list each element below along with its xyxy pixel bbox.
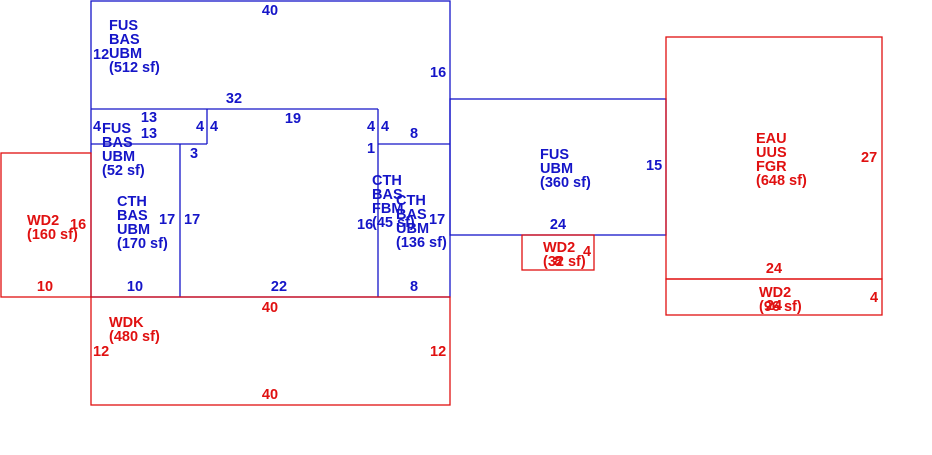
- dim-label: 16: [430, 65, 446, 81]
- area-label-wd2-right: WD2(96 sf): [759, 285, 802, 315]
- area-label-line: BAS: [372, 187, 403, 203]
- area-label-wd2-left: WD2(160 sf): [27, 213, 78, 243]
- dim-label: 17: [184, 212, 200, 228]
- wdk-outline: [90, 296, 451, 406]
- area-label-wd2-small: WD2(32 sf): [543, 240, 586, 270]
- dim-label: 10: [127, 279, 143, 295]
- area-label-line: CTH: [372, 173, 402, 189]
- dim-label: 1: [367, 141, 375, 157]
- area-label-line: (45 sf): [372, 215, 415, 231]
- area-label-line: UBM: [540, 161, 573, 177]
- dim-label: 24: [550, 217, 566, 233]
- area-label-line: (160 sf): [27, 227, 78, 243]
- area-label-line: BAS: [109, 32, 140, 48]
- dim-label: 15: [646, 158, 662, 174]
- dim-label: 16: [357, 217, 373, 233]
- area-label-line: (136 sf): [396, 235, 447, 251]
- area-label-line: UBM: [109, 46, 142, 62]
- blue-outlines: [90, 0, 667, 298]
- area-label-line: FUS: [540, 147, 569, 163]
- wd2-small-outline: [521, 234, 595, 271]
- area-label-line: FUS: [109, 18, 138, 34]
- dim-label: 10: [37, 279, 53, 295]
- area-label-line: WD2: [543, 240, 575, 256]
- dim-label: 17: [159, 212, 175, 228]
- blue-dimension-labels: 40 12 16 32 4 13 13 4 4 19 4 4 8 1 3 17 …: [93, 3, 662, 295]
- dim-label: 3: [190, 146, 198, 162]
- area-label-line: UUS: [756, 145, 787, 161]
- area-label-line: BAS: [102, 135, 133, 151]
- dim-label: 24: [766, 298, 782, 314]
- dim-label: 4: [196, 119, 204, 135]
- area-label-line: UBM: [396, 221, 429, 237]
- area-label-line: FGR: [756, 159, 787, 175]
- dim-label: 40: [262, 3, 278, 19]
- dim-label: 27: [861, 150, 877, 166]
- dim-label: 40: [262, 300, 278, 316]
- area-label-line: (32 sf): [543, 254, 586, 270]
- dim-label: 8: [410, 279, 418, 295]
- area-label-line: BAS: [396, 207, 427, 223]
- dim-label: 12: [430, 344, 446, 360]
- area-label-line: FUS: [102, 121, 131, 137]
- area-label-line: EAU: [756, 131, 787, 147]
- wd2-right-outline: [665, 278, 883, 316]
- dim-label: 8: [410, 126, 418, 142]
- dim-label: 32: [226, 91, 242, 107]
- dim-label: 19: [285, 111, 301, 127]
- dim-label: 4: [381, 119, 389, 135]
- area-label-line: WDK: [109, 315, 144, 331]
- wd2-left-outline: [0, 152, 92, 298]
- dim-label: 8: [554, 254, 562, 270]
- area-label-line: FBM: [372, 201, 403, 217]
- red-outlines: [0, 36, 883, 406]
- dim-label: 13: [141, 110, 157, 126]
- area-label-line: (96 sf): [759, 299, 802, 315]
- area-label-line: (480 sf): [109, 329, 160, 345]
- dim-label: 17: [429, 212, 445, 228]
- dim-label: 4: [583, 244, 591, 260]
- area-label-line: WD2: [759, 285, 791, 301]
- area-label-line: UBM: [117, 222, 150, 238]
- area-label-line: (360 sf): [540, 175, 591, 191]
- dim-label: 12: [93, 344, 109, 360]
- area-label-line: UBM: [102, 149, 135, 165]
- area-label-line: (52 sf): [102, 163, 145, 179]
- dim-label: 40: [262, 387, 278, 403]
- red-dimension-labels: 16 10 40 12 12 40 4 8 27 24 24 4: [37, 150, 878, 403]
- area-label-line: WD2: [27, 213, 59, 229]
- area-label-wdk: WDK(480 sf): [109, 315, 160, 345]
- dim-label: 12: [93, 47, 109, 63]
- area-label-line: (648 sf): [756, 173, 807, 189]
- main-building-outline: [90, 0, 451, 298]
- area-label-line: CTH: [396, 193, 426, 209]
- area-label-line: (170 sf): [117, 236, 168, 252]
- dim-label: 22: [271, 279, 287, 295]
- area-label-line: BAS: [117, 208, 148, 224]
- dim-label: 4: [367, 119, 375, 135]
- dim-label: 24: [766, 261, 782, 277]
- dim-label: 13: [141, 126, 157, 142]
- dim-label: 4: [93, 119, 101, 135]
- dim-label: 16: [70, 217, 86, 233]
- area-label-line: (512 sf): [109, 60, 160, 76]
- dim-label: 4: [210, 119, 218, 135]
- area-label-line: CTH: [117, 194, 147, 210]
- dim-label: 4: [870, 290, 878, 306]
